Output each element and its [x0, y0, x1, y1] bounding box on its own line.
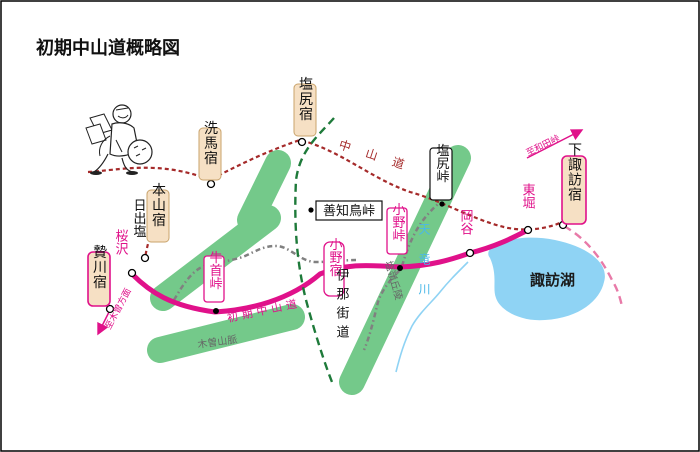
niekawa-station-label: 贄川宿	[91, 244, 107, 290]
higashibori-label: 東堀	[520, 182, 536, 209]
dot-ushikubi	[213, 308, 219, 314]
dot-hideshio	[140, 253, 150, 263]
seba-station-box	[198, 127, 222, 181]
sakurazawa-label: 桜沢	[113, 229, 129, 255]
tenryu-river	[395, 261, 469, 373]
shimosuwa-station-label: 下諏訪宿	[566, 142, 582, 202]
shimosuwa-station-box	[561, 155, 587, 225]
ono-toge-label: 小野峠	[390, 203, 406, 242]
wada-road	[563, 224, 624, 307]
dot-sakurazawa	[127, 268, 137, 278]
ono-juku-label: 小野宿	[327, 238, 343, 277]
shiojiri-station-box	[293, 83, 317, 137]
tenryu-river-label: 天竜川	[417, 223, 431, 313]
okaya-label: 岡谷	[458, 209, 474, 235]
niekawa-station-box	[87, 251, 111, 307]
ono-juku-box	[323, 241, 345, 297]
motoyama-station-label: 本山宿	[150, 183, 166, 228]
traveler-illustration-icon	[85, 104, 153, 175]
dot-higashibori	[523, 225, 533, 235]
dot-shiojiri	[297, 137, 307, 147]
ushikubi-label: 牛首峠	[207, 251, 223, 290]
station-labels: 塩尻宿 洗馬宿 本山宿 贄川宿 下諏訪宿 牛首峠 小野宿 小野峠 塩尻峠 善知鳥…	[87, 77, 587, 307]
page-title: 初期中山道概略図	[36, 37, 180, 59]
ina-kaido-label: 伊那街道	[334, 268, 350, 344]
nakasendo-road	[87, 138, 563, 231]
side-road-zenchito	[172, 244, 357, 301]
to-kiso-arrow	[97, 311, 110, 336]
seba-station-label: 洗馬宿	[202, 121, 218, 166]
dot-zenchito	[308, 207, 314, 213]
to-wada-arrow	[526, 129, 584, 159]
zenchito-box	[315, 200, 383, 221]
dot-niekawa	[105, 304, 115, 314]
ina-kaido-road	[294, 117, 335, 383]
side-road-south	[362, 269, 401, 351]
side-roads	[172, 203, 439, 351]
shiojiri-station-label: 塩尻宿	[297, 77, 313, 122]
hideshio-label: 日出塩	[131, 199, 147, 238]
ono-toge-box	[386, 207, 408, 255]
zenchito-label: 善知鳥峠	[323, 203, 375, 219]
dot-ono-juku	[397, 265, 403, 271]
suwa-lake-label: 諏訪湖	[530, 271, 575, 289]
ushikubi-box	[203, 255, 225, 303]
side-road-ono-pass	[400, 203, 439, 267]
dot-seba	[206, 179, 216, 189]
shiojiri-toge-label: 塩尻峠	[434, 144, 450, 183]
mountain-band-1	[237, 150, 291, 233]
dot-shiojiri-toge	[439, 201, 445, 207]
mountain-band-kiso	[147, 304, 305, 363]
motoyama-station-box	[146, 189, 170, 243]
dot-okaya	[465, 248, 475, 258]
shiojiri-toge-box	[429, 147, 453, 201]
suwa-lake	[488, 237, 605, 321]
